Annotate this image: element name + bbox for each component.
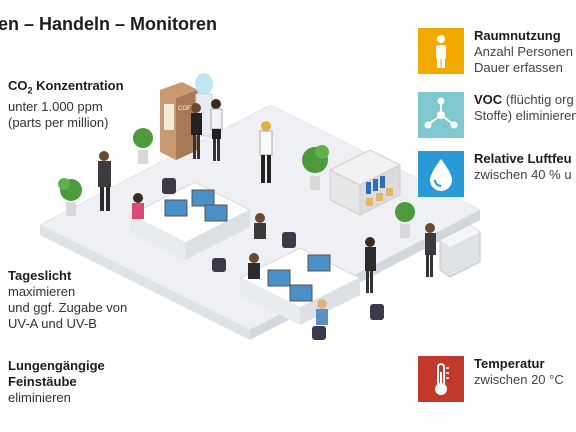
voc-item: VOC (flüchtig org Stoffe) eliminieren xyxy=(418,92,576,138)
humidity-heading: Relative Luftfeu xyxy=(474,151,572,166)
person xyxy=(365,237,376,293)
person-icon xyxy=(418,28,464,74)
daylight-line1: maximieren xyxy=(8,284,76,299)
plant xyxy=(395,202,415,238)
person xyxy=(248,253,260,279)
humidity-line1: zwischen 40 % u xyxy=(474,167,572,182)
person xyxy=(210,99,223,161)
person xyxy=(425,223,436,277)
plant xyxy=(58,178,82,216)
room-usage-line1: Anzahl Personen xyxy=(474,44,574,59)
desk-cluster xyxy=(128,181,252,260)
coffee-label: COFFEE xyxy=(178,106,202,112)
plant xyxy=(302,145,329,190)
daylight-info: Tageslicht maximieren und ggf. Zugabe vo… xyxy=(8,268,127,332)
chair xyxy=(162,178,384,340)
voc-heading: VOC xyxy=(474,92,503,107)
temperature-item: Temperatur zwischen 20 °C xyxy=(418,356,576,402)
temperature-line1: zwischen 20 °C xyxy=(474,372,564,387)
person xyxy=(254,213,266,239)
person xyxy=(316,299,328,325)
daylight-heading: Tageslicht xyxy=(8,268,72,283)
voc-line1: Stoffe) eliminieren xyxy=(474,108,576,123)
droplet-icon xyxy=(418,151,464,197)
molecule-icon xyxy=(418,92,464,138)
dust-heading2: Feinstäube xyxy=(8,374,77,389)
voc-heading-rest: (flüchtig org xyxy=(502,92,574,107)
page-title: en – Handeln – Monitoren xyxy=(0,14,218,34)
person xyxy=(259,121,273,183)
dust-heading1: Lungengängige xyxy=(8,358,105,373)
temperature-heading: Temperatur xyxy=(474,356,545,371)
person xyxy=(132,193,144,219)
humidity-item: Relative Luftfeu zwischen 40 % u xyxy=(418,151,576,197)
file-shelf xyxy=(328,149,402,216)
daylight-line3: UV-A und UV-B xyxy=(8,316,97,331)
co2-line2: (parts per million) xyxy=(8,114,109,130)
printer xyxy=(439,224,481,278)
co2-heading: CO2 Konzentration xyxy=(8,78,124,96)
plant xyxy=(133,128,153,164)
co2-line1: unter 1.000 ppm xyxy=(8,98,103,114)
dust-info: Lungengängige Feinstäube eliminieren xyxy=(8,358,105,406)
desk-cluster xyxy=(238,247,362,325)
co2-info: CO2 Konzentration unter 1.000 ppm (parts… xyxy=(8,78,124,131)
person xyxy=(191,103,202,159)
room-usage-line2: Dauer erfassen xyxy=(474,60,563,75)
dust-line1: eliminieren xyxy=(8,390,71,405)
daylight-line2: und ggf. Zugabe von xyxy=(8,300,128,315)
coffee-machine: COFFEE xyxy=(160,82,202,160)
room-usage-heading: Raumnutzung xyxy=(474,28,561,43)
person xyxy=(98,151,111,211)
thermometer-icon xyxy=(418,356,464,402)
room-usage-item: Raumnutzung Anzahl Personen Dauer erfass… xyxy=(418,28,576,75)
